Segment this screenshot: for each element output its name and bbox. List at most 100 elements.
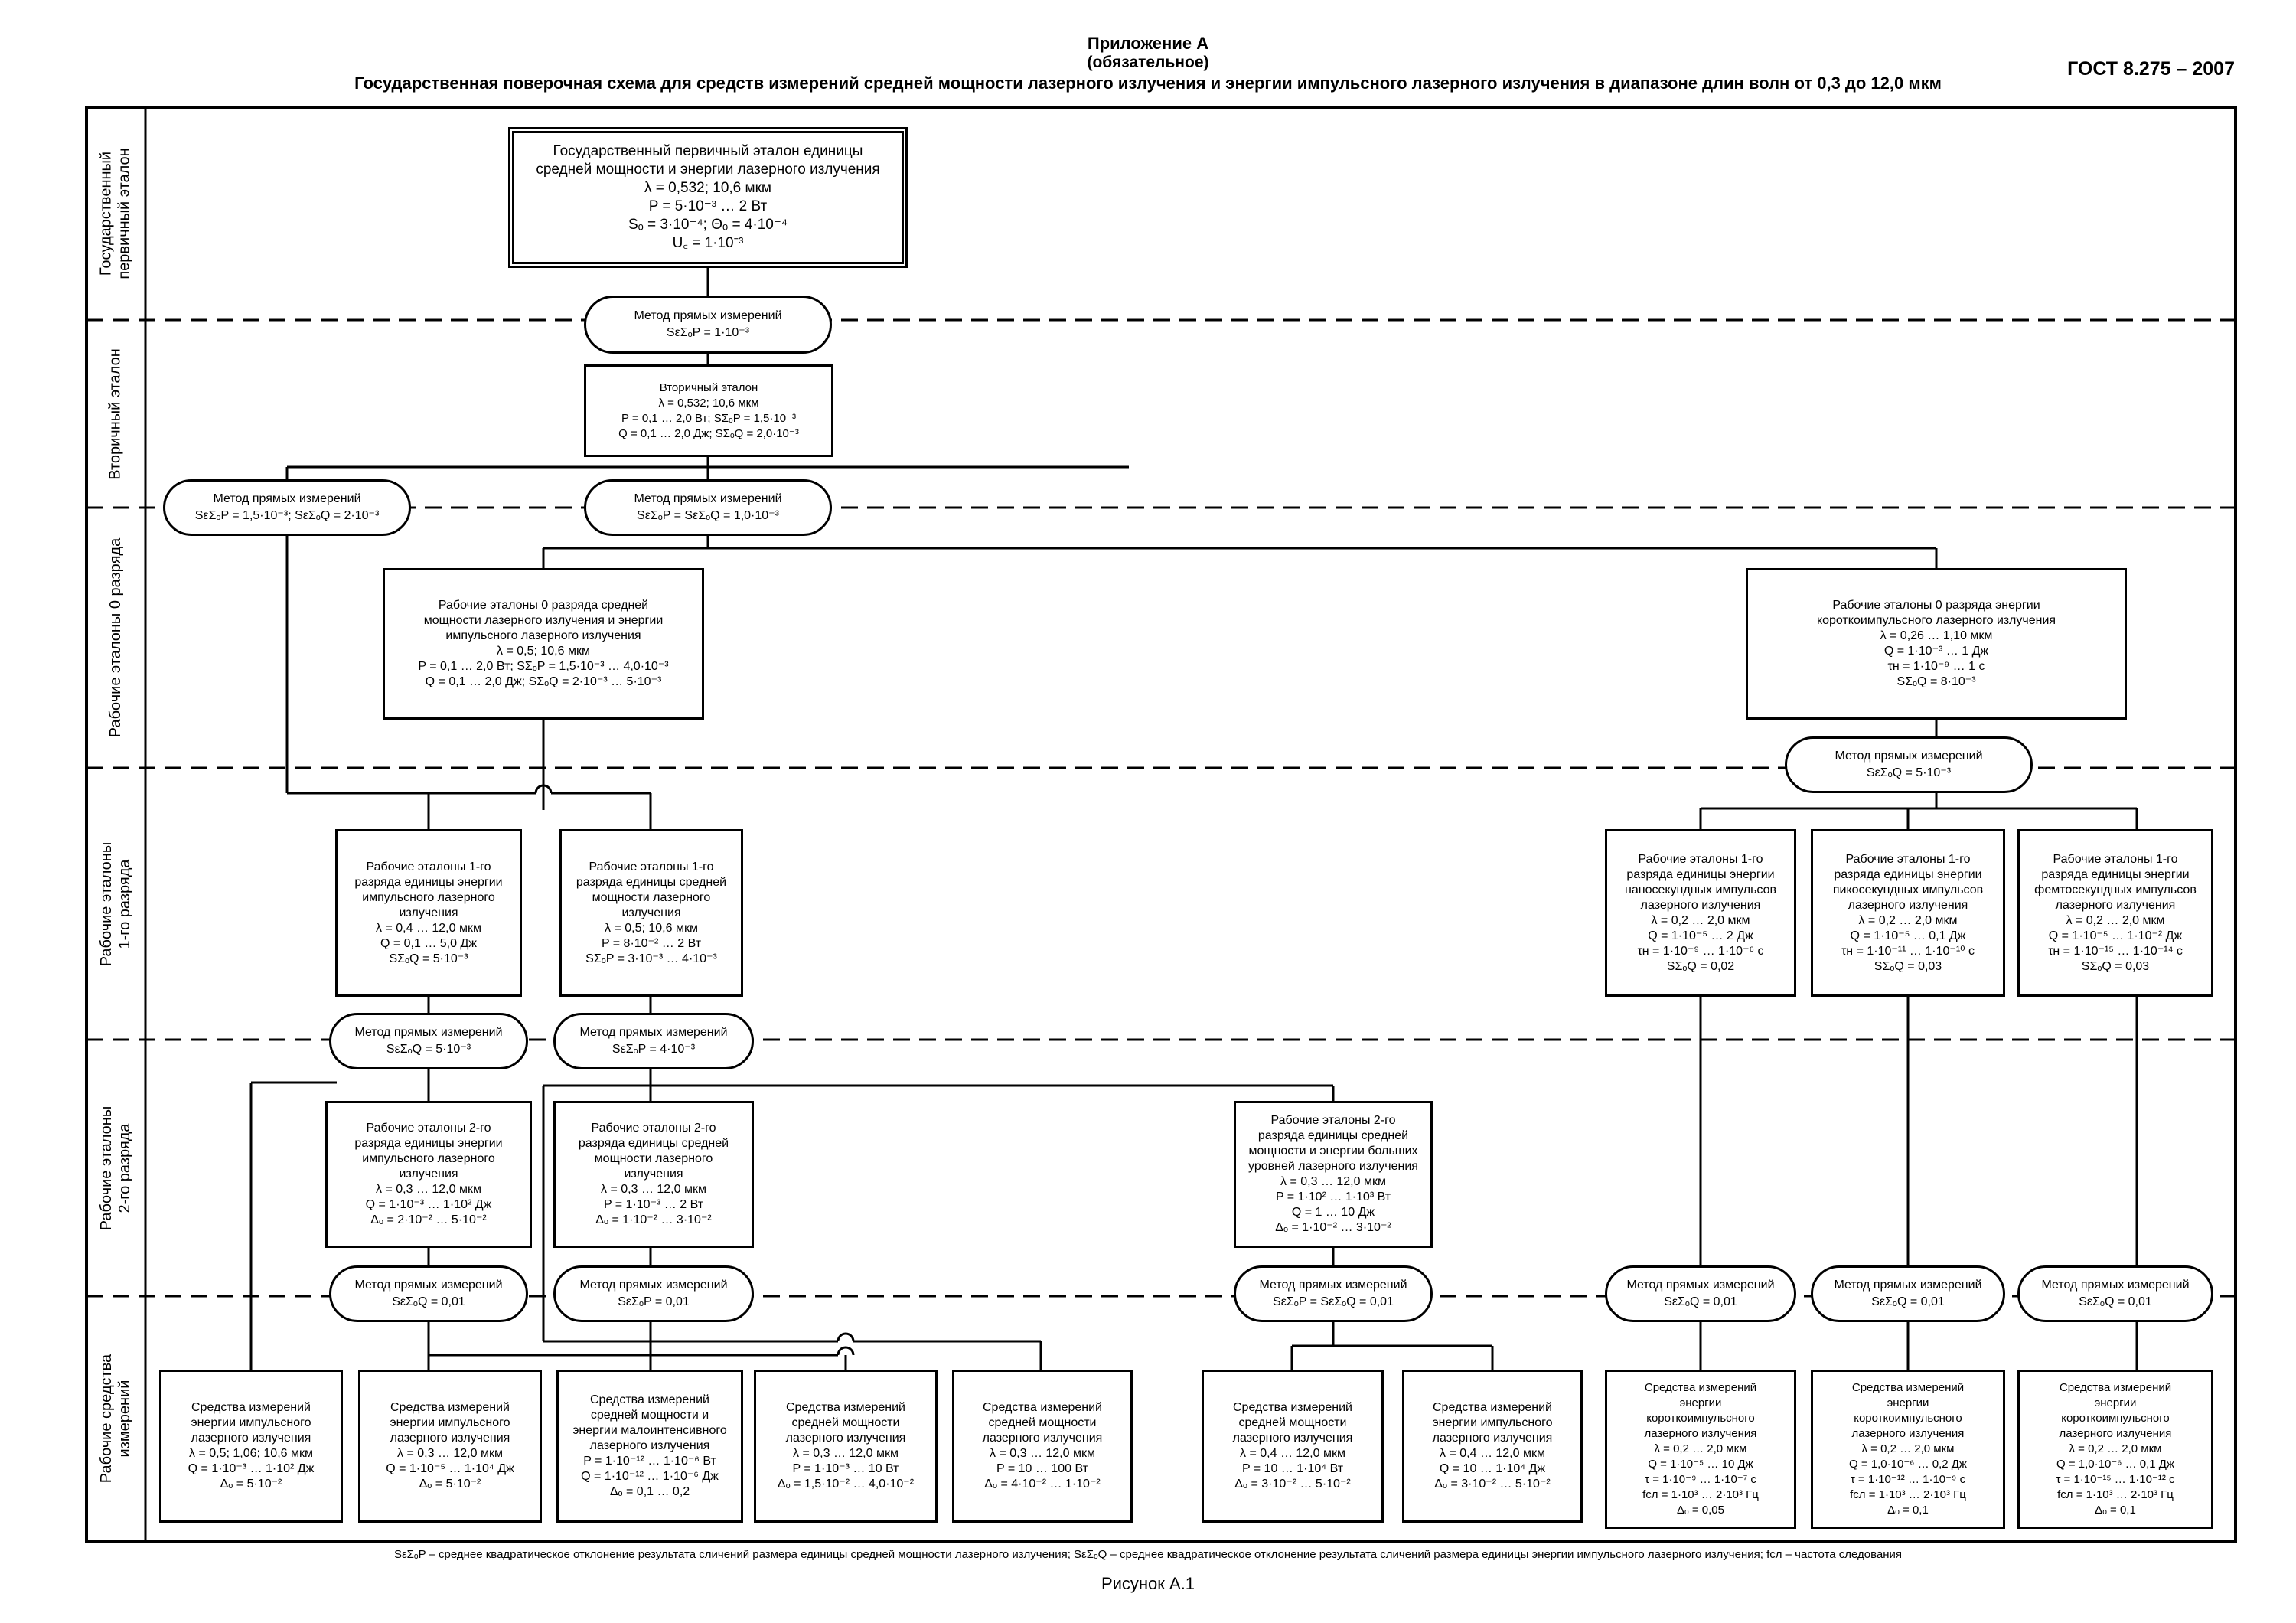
- method-value: SεΣₒQ = 5·10⁻³: [386, 1043, 471, 1056]
- box-line: P = 10 … 100 Вт: [996, 1462, 1088, 1475]
- box-line: λ = 0,2 … 2,0 мкм: [1654, 1442, 1747, 1455]
- box-line: τн = 1·10⁻⁹ … 1·10⁻⁶ с: [1637, 944, 1764, 958]
- box-line: Средства измерений: [1851, 1381, 1965, 1394]
- box-line: Q = 1·10⁻³ … 1·10² Дж: [365, 1198, 492, 1211]
- box-line: Q = 1·10⁻⁵ … 1·10⁻² Дж: [2048, 929, 2183, 942]
- box-line: энергии: [1679, 1396, 1722, 1409]
- box-line: λ = 0,5; 10,6 мкм: [497, 645, 590, 658]
- box-line: SΣₒQ = 0,03: [1874, 959, 1942, 973]
- instrument-box-energy-2: Средства измерений энергии импульсного л…: [358, 1370, 542, 1523]
- method-pill-femtosecond: Метод прямых измерений SεΣₒQ = 0,01: [2017, 1265, 2213, 1322]
- box-line: Рабочие эталоны 2-го: [591, 1122, 716, 1135]
- box-line: фемтосекундных импульсов: [2034, 883, 2197, 896]
- method-value: SεΣₒP = SεΣₒQ = 0,01: [1273, 1295, 1394, 1308]
- method-label: Метод прямых измерений: [634, 492, 782, 505]
- box-line: средней мощности: [988, 1416, 1097, 1429]
- box-line: разряда единицы энергии: [2041, 867, 2190, 881]
- box-line: λ = 0,3 … 12,0 мкм: [601, 1183, 706, 1196]
- box-line: Средства измерений: [982, 1401, 1102, 1414]
- rank1-energy-box: Рабочие эталоны 1-го разряда единицы эне…: [335, 829, 522, 997]
- box-line: разряда единицы энергии: [1834, 867, 1982, 881]
- box-line: средней мощности: [1238, 1416, 1347, 1429]
- instrument-box-energy-high: Средства измерений энергии импульсного л…: [1402, 1370, 1583, 1523]
- box-line: Рабочие эталоны 2-го: [1270, 1114, 1396, 1127]
- box-line: лазерного излучения: [589, 1439, 710, 1452]
- box-line: импульсного лазерного излучения: [445, 629, 641, 642]
- box-line: лазерного излучения: [785, 1432, 906, 1445]
- box-line: лазерного излучения: [2055, 898, 2176, 912]
- scheme-title: Государственная поверочная схема для сре…: [354, 73, 1942, 93]
- box-line: разряда единицы энергии: [354, 1137, 503, 1150]
- lane-working-rank-1: Рабочие эталоны 1-го разряда: [98, 841, 134, 966]
- box-line: Q = 10 … 1·10⁴ Дж: [1439, 1462, 1546, 1475]
- box-line: Средства измерений: [785, 1401, 905, 1414]
- box-line: импульсного лазерного: [362, 1152, 495, 1165]
- box-line: λ = 0,3 … 12,0 мкм: [793, 1447, 899, 1460]
- instrument-box-energy-1: Средства измерений энергии импульсного л…: [159, 1370, 343, 1523]
- box-line: Рабочие эталоны 1-го: [366, 860, 491, 874]
- lane-working-rank-0: Рабочие эталоны 0 разряда: [107, 537, 125, 738]
- lane-secondary-standard: Вторичный эталон: [107, 348, 125, 480]
- instrument-box-power-2: Средства измерений средней мощности лазе…: [952, 1370, 1133, 1523]
- box-line: λ = 0,2 … 2,0 мкм: [1651, 913, 1750, 927]
- box-line: P = 0,1 … 2,0 Вт; SΣₒP = 1,5·10⁻³ … 4,0·…: [418, 660, 669, 673]
- box-line: Рабочие эталоны 0 разряда средней: [438, 599, 649, 612]
- box-line: наносекундных импульсов: [1625, 883, 1776, 896]
- method-label: Метод прямых измерений: [579, 1278, 728, 1292]
- box-line: Δₒ = 3·10⁻² … 5·10⁻²: [1234, 1478, 1351, 1491]
- box-line: энергии импульсного: [390, 1416, 510, 1429]
- primary-line: Sₒ = 3·10⁻⁴; Θₒ = 4·10⁻⁴: [628, 217, 788, 233]
- box-line: излучения: [399, 906, 458, 919]
- box-line: SΣₒQ = 8·10⁻³: [1896, 675, 1976, 688]
- box-line: разряда единицы средней: [1257, 1129, 1409, 1142]
- secondary-line: Q = 0,1 … 2,0 Дж; SΣₒQ = 2,0·10⁻³: [618, 426, 799, 440]
- box-line: Q = 0,1 … 2,0 Дж; SΣₒQ = 2·10⁻³ … 5·10⁻³: [425, 675, 662, 688]
- box-line: τн = 1·10⁻¹¹ … 1·10⁻¹⁰ с: [1841, 944, 1975, 958]
- box-line: SΣₒP = 3·10⁻³ … 4·10⁻³: [585, 952, 717, 965]
- box-line: короткоимпульсного: [1646, 1412, 1755, 1425]
- box-line: Δₒ = 2·10⁻² … 5·10⁻²: [370, 1213, 487, 1226]
- box-line: λ = 0,3 … 12,0 мкм: [376, 1183, 481, 1196]
- box-line: Q = 1·10⁻⁵ … 2 Дж: [1648, 929, 1753, 942]
- box-line: энергии: [1887, 1396, 1929, 1409]
- box-line: мощности и энергии больших: [1248, 1145, 1418, 1158]
- method-value: SεΣₒP = 0,01: [618, 1295, 690, 1308]
- method-pill-secondary-left: Метод прямых измерений SεΣₒP = 1,5·10⁻³;…: [163, 479, 411, 536]
- box-line: мощности лазерного: [594, 1152, 713, 1165]
- box-line: Средства измерений: [2059, 1381, 2172, 1394]
- box-line: Δₒ = 0,05: [1677, 1504, 1724, 1517]
- box-line: λ = 0,2 … 2,0 мкм: [1858, 913, 1958, 927]
- method-pill-nanosecond: Метод прямых измерений SεΣₒQ = 0,01: [1605, 1265, 1796, 1322]
- box-line: лазерного излучения: [982, 1432, 1103, 1445]
- method-value: SεΣₒQ = 0,01: [1664, 1295, 1737, 1308]
- box-line: средней мощности и: [590, 1409, 709, 1422]
- primary-line: P = 5·10⁻³ … 2 Вт: [648, 198, 768, 214]
- box-line: SΣₒQ = 0,03: [2081, 959, 2150, 973]
- box-line: λ = 0,3 … 12,0 мкм: [1280, 1175, 1386, 1188]
- method-label: Метод прямых измерений: [1626, 1278, 1775, 1292]
- box-line: лазерного излучения: [1644, 1427, 1757, 1440]
- box-line: короткоимпульсного лазерного излучения: [1816, 614, 2056, 627]
- method-label: Метод прямых измерений: [354, 1278, 503, 1292]
- method-pill-picosecond: Метод прямых измерений SεΣₒQ = 0,01: [1811, 1265, 2005, 1322]
- box-line: короткоимпульсного: [1854, 1412, 1962, 1425]
- instrument-box-power-1: Средства измерений средней мощности лазе…: [754, 1370, 938, 1523]
- box-line: Δₒ = 5·10⁻²: [220, 1478, 282, 1491]
- method-pill-rank2-power: Метод прямых измерений SεΣₒP = 0,01: [553, 1265, 754, 1322]
- method-label: Метод прямых измерений: [2041, 1278, 2190, 1292]
- method-label: Метод прямых измерений: [354, 1026, 503, 1039]
- rank0-power-energy-box: Рабочие эталоны 0 разряда средней мощнос…: [383, 568, 704, 720]
- instrument-box-nanosecond: Средства измерений энергии короткоимпуль…: [1605, 1370, 1796, 1529]
- box-line: Средства измерений: [191, 1401, 311, 1414]
- rank1-femtosecond-box: Рабочие эталоны 1-го разряда единицы эне…: [2017, 829, 2213, 997]
- box-line: Δₒ = 3·10⁻² … 5·10⁻²: [1434, 1478, 1551, 1491]
- method-pill-rank2-high: Метод прямых измерений SεΣₒP = SεΣₒQ = 0…: [1234, 1265, 1433, 1322]
- method-pill-rank1-energy: Метод прямых измерений SεΣₒQ = 5·10⁻³: [329, 1013, 528, 1069]
- box-line: уровней лазерного излучения: [1248, 1160, 1418, 1173]
- box-line: Рабочие эталоны 1-го: [2053, 852, 2178, 866]
- box-line: излучения: [621, 906, 681, 919]
- primary-line: U꜀ = 1·10⁻³: [672, 235, 744, 251]
- box-line: разряда единицы средней: [578, 1137, 729, 1150]
- box-line: fсл = 1·10³ … 2·10³ Гц: [1642, 1488, 1759, 1501]
- rank2-high-level-box: Рабочие эталоны 2-го разряда единицы сре…: [1234, 1101, 1433, 1248]
